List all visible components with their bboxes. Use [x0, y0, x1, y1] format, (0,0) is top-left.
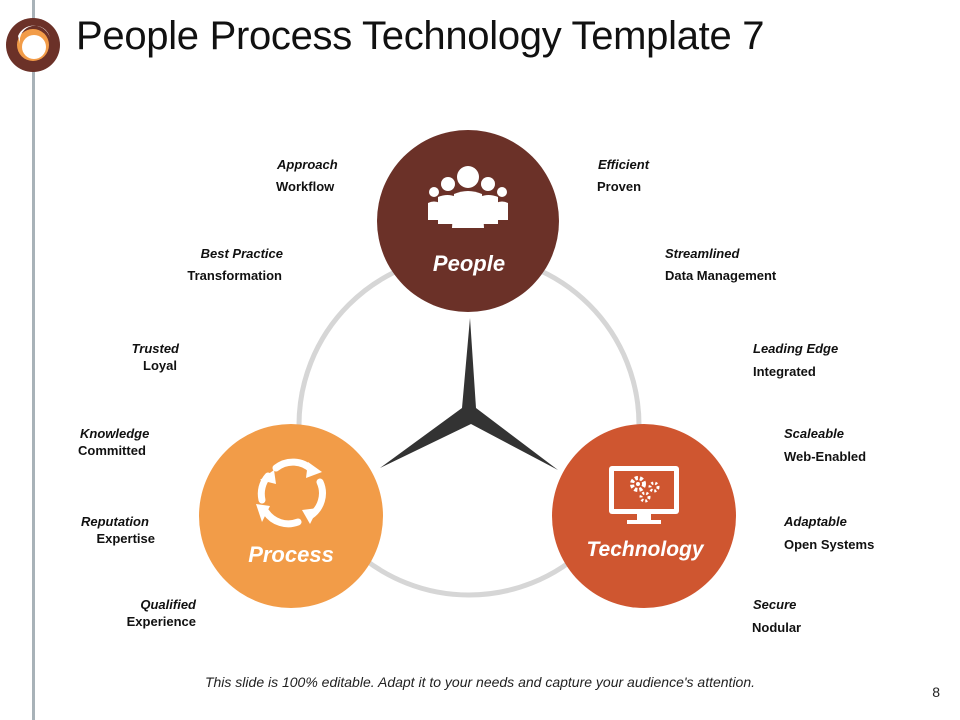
- label-integrated: Integrated: [753, 364, 816, 379]
- technology-label: Technology: [586, 538, 704, 561]
- page-number: 8: [932, 684, 940, 700]
- technology-node: Technology: [552, 424, 736, 608]
- cycle-arrow-heads: [256, 462, 322, 524]
- label-committed: Committed: [78, 443, 146, 458]
- people-node: People: [377, 130, 559, 312]
- label-web-enabled: Web-Enabled: [784, 449, 867, 464]
- label-reputation: Reputation: [81, 514, 149, 529]
- label-nodular: Nodular: [752, 620, 802, 635]
- label-scaleable: Scaleable: [784, 426, 844, 441]
- label-transformation: Transformation: [187, 268, 282, 283]
- monitor-gears-icon: [609, 466, 679, 524]
- center-spoke: [380, 318, 558, 470]
- process-node: Process: [199, 424, 383, 608]
- label-qualified: Qualified: [140, 597, 196, 612]
- label-secure: Secure: [753, 597, 797, 612]
- process-label: Process: [248, 542, 334, 567]
- footer-text: This slide is 100% editable. Adapt it to…: [204, 674, 756, 690]
- label-approach: Approach: [277, 157, 338, 172]
- label-loyal: Loyal: [143, 358, 177, 373]
- page-title: People Process Technology Template 7: [76, 14, 765, 58]
- label-streamlined: Streamlined: [665, 246, 740, 261]
- label-expertise: Expertise: [96, 531, 155, 546]
- label-data-management: Data Management: [665, 268, 777, 283]
- label-proven: Proven: [597, 179, 642, 194]
- label-workflow: Workflow: [276, 179, 335, 194]
- label-leading-edge: Leading Edge: [753, 341, 839, 356]
- label-open-systems: Open Systems: [784, 537, 875, 552]
- footer-note: This slide is 100% editable. Adapt it to…: [0, 674, 960, 690]
- left-vertical-rule: [32, 0, 35, 720]
- label-experience: Experience: [126, 614, 196, 629]
- label-adaptable: Adaptable: [784, 514, 847, 529]
- label-trusted: Trusted: [131, 341, 179, 356]
- label-knowledge: Knowledge: [80, 426, 150, 441]
- group-of-people-icon: [428, 166, 508, 228]
- people-label: People: [433, 251, 505, 276]
- label-efficient: Efficient: [598, 157, 650, 172]
- label-best-practice: Best Practice: [200, 246, 283, 261]
- logo-ring-icon: [6, 18, 60, 72]
